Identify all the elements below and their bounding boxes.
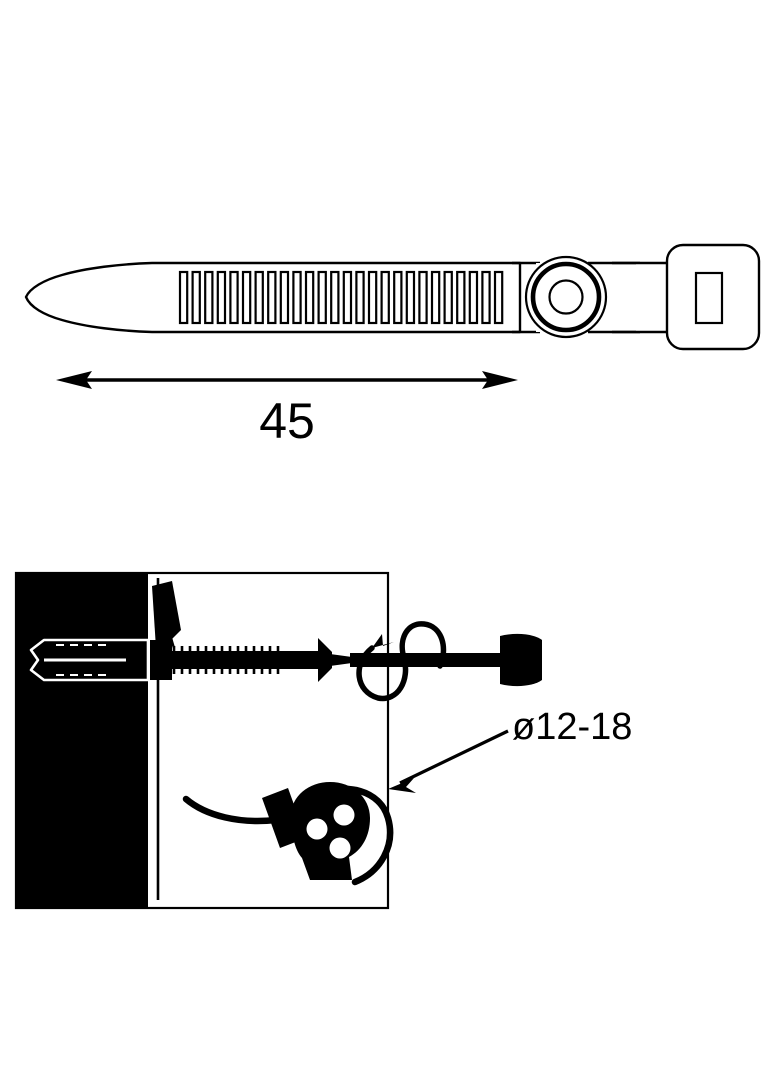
mounting-tab-stem [161, 599, 176, 649]
diameter-callout-label: ø12-18 [512, 706, 632, 748]
wall-plug-barbs [56, 644, 106, 676]
screw-threads [172, 646, 280, 674]
cable-tie-ribbed-band [178, 270, 504, 325]
cable-clamp [291, 782, 370, 880]
eyelet-hole [548, 279, 584, 315]
clamp-body [291, 782, 370, 880]
clamp-arrowhead [310, 786, 336, 803]
callout-arrowhead [388, 778, 416, 793]
screw-head [318, 638, 332, 682]
dimension-arrowhead-left [56, 371, 92, 389]
dimension-label: 45 [259, 393, 315, 449]
rotation-helix-arrow [356, 621, 447, 702]
length-dimension: 45 [56, 371, 518, 449]
diameter-callout: ø12-18 [388, 706, 632, 793]
cable [182, 795, 280, 825]
screwdriver-tip [330, 654, 352, 666]
clamp-rotation-arrow [310, 785, 394, 886]
screwdriver-shaft [350, 653, 510, 667]
wall-plug-anchor [29, 638, 150, 682]
cable-tie-figure [24, 243, 761, 351]
clamp-hole-3 [329, 837, 351, 859]
screw-collar [150, 640, 172, 680]
callout-leader-line [399, 729, 509, 785]
cable-tie-buckle-slot [694, 271, 724, 325]
installation-figure [14, 571, 542, 910]
cable-tie-shank [636, 263, 668, 332]
screw-shaft [170, 651, 318, 669]
dimension-arrowhead-right [482, 371, 518, 389]
screwdriver-handle [500, 633, 542, 687]
wall-section [17, 574, 148, 907]
clamp-hole-2 [333, 804, 355, 826]
clamp-hole-1 [306, 818, 328, 840]
helix-arrowhead [372, 634, 394, 648]
